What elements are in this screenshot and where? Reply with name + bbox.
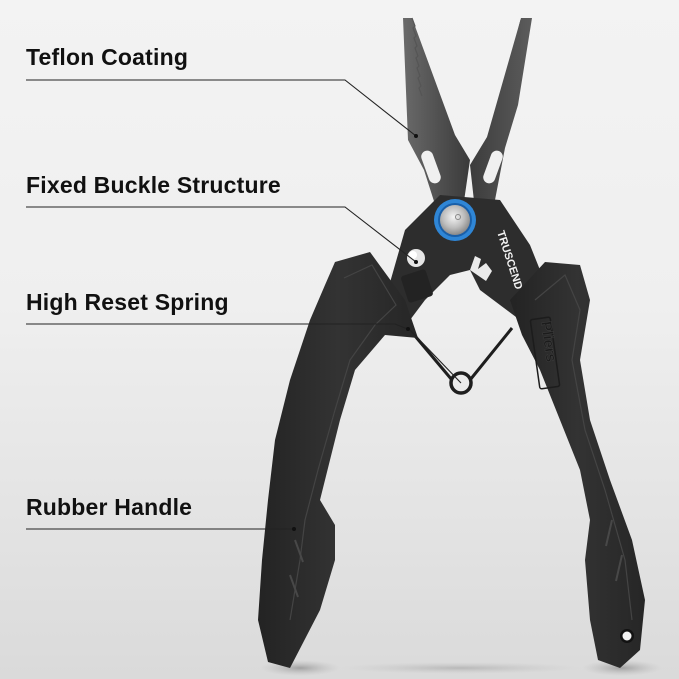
callout-fixed-buckle-structure: Fixed Buckle Structure	[26, 172, 281, 198]
buckle-pin	[407, 249, 425, 267]
buckle-lock	[401, 269, 433, 303]
callout-rubber-handle: Rubber Handle	[26, 494, 193, 520]
left-jaw	[403, 18, 470, 220]
leader-lines	[26, 79, 462, 530]
callout-high-reset-spring: High Reset Spring	[26, 289, 229, 315]
right-handle	[510, 262, 645, 668]
spring	[408, 327, 514, 381]
handle-emboss-box	[529, 316, 561, 390]
callout-teflon-coating: Teflon Coating	[26, 44, 189, 70]
left-handle	[258, 252, 418, 668]
right-jaw	[470, 18, 532, 210]
handle-emboss-text: Pliers	[537, 320, 560, 363]
